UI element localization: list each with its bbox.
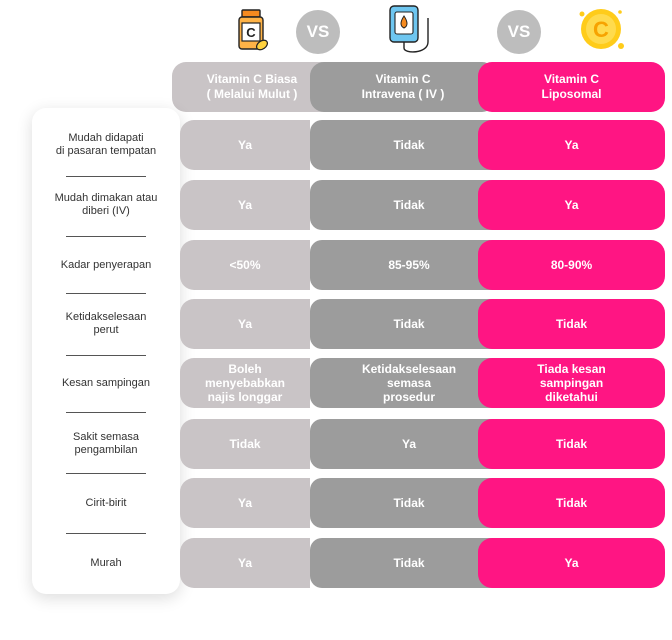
criteria-divider	[66, 355, 146, 356]
criteria-label: Kadar penyerapan	[60, 258, 152, 271]
cell-iv: Tidak	[310, 538, 508, 588]
criteria-label: Cirit-birit	[85, 496, 127, 509]
cell-oral: Ya	[180, 120, 310, 170]
cell-iv: Ya	[310, 419, 508, 469]
criteria-divider	[66, 533, 146, 534]
cell-iv: Tidak	[310, 478, 508, 528]
cell-liposomal: Tidak	[478, 419, 665, 469]
cell-liposomal: 80-90%	[478, 240, 665, 290]
cell-liposomal: Ya	[478, 180, 665, 230]
criteria-card	[32, 108, 180, 594]
cell-iv: Tidak	[310, 299, 508, 349]
criteria-divider	[66, 236, 146, 237]
cell-oral: Ya	[180, 478, 310, 528]
cell-liposomal: Ya	[478, 120, 665, 170]
column-header-iv: Vitamin C Intravena ( IV )	[310, 62, 496, 112]
cell-liposomal: Tidak	[478, 478, 665, 528]
svg-text:C: C	[593, 17, 609, 42]
criteria-divider	[66, 412, 146, 413]
criteria-divider	[66, 293, 146, 294]
cell-iv: 85-95%	[310, 240, 508, 290]
cell-oral: Ya	[180, 180, 310, 230]
cell-liposomal: Tidak	[478, 299, 665, 349]
cell-oral: Ya	[180, 538, 310, 588]
cell-oral: <50%	[180, 240, 310, 290]
cell-oral: Ya	[180, 299, 310, 349]
column-header-liposomal: Vitamin C Liposomal	[478, 62, 665, 112]
criteria-divider	[66, 176, 146, 177]
cell-iv: Tidak	[310, 180, 508, 230]
cell-oral: Tidak	[180, 419, 310, 469]
criteria-label: Murah	[90, 556, 122, 569]
criteria-label: Kesan sampingan	[61, 376, 151, 389]
vs-badge-1: VS	[296, 10, 340, 54]
cell-iv: Tidak	[310, 120, 508, 170]
criteria-divider	[66, 473, 146, 474]
column-header-oral: Vitamin C Biasa ( Melalui Mulut )	[172, 62, 332, 112]
svg-text:C: C	[246, 25, 256, 40]
cell-liposomal: Ya	[478, 538, 665, 588]
vs-badge-2: VS	[497, 10, 541, 54]
pill-bottle-icon: C	[234, 8, 270, 52]
iv-bag-icon	[384, 2, 436, 56]
vitamin-c-orb-icon: C	[574, 2, 628, 56]
